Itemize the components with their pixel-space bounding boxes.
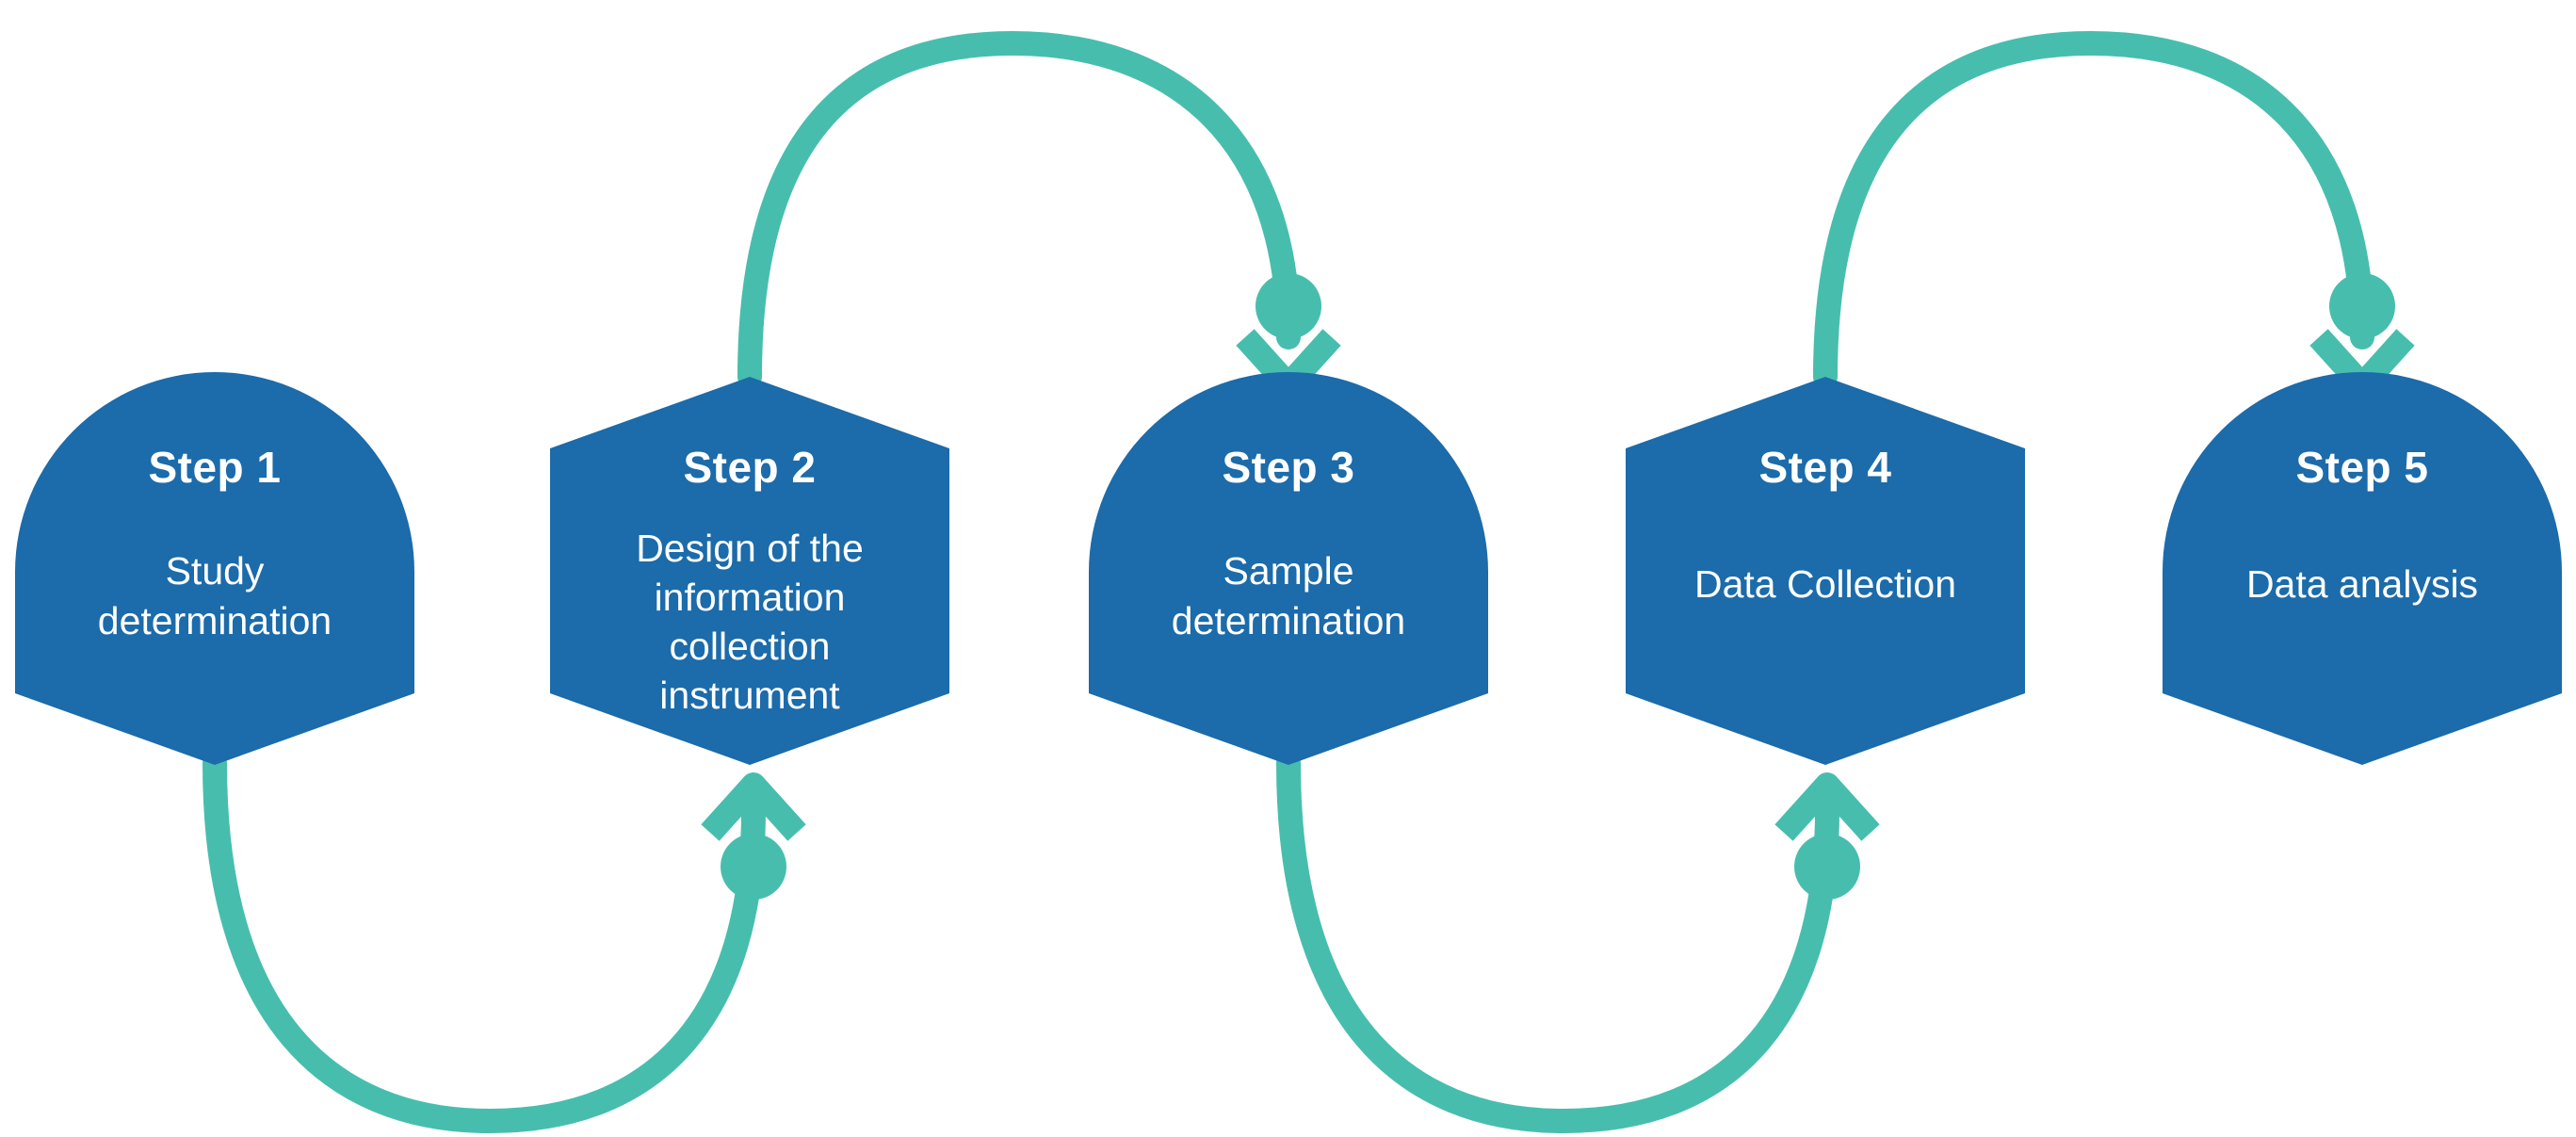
- step-1-title: Step 1: [148, 443, 281, 492]
- step-1-shape: [15, 372, 414, 765]
- connector-arc-2: [737, 30, 1301, 389]
- step-5-title: Step 5: [2295, 443, 2428, 492]
- step-3-description-line-1: Sample: [1223, 549, 1353, 593]
- step-2-description-line-3: collection: [670, 625, 831, 668]
- connector-arc-1: [203, 751, 766, 1134]
- step-node-2[interactable]: Step 2 Design of the information collect…: [550, 377, 949, 765]
- step-3-shape: [1089, 372, 1488, 765]
- arrowhead-chevron-up-1: [701, 772, 806, 841]
- connector-step1-to-step2: [203, 751, 806, 1134]
- connector-arc-3: [1276, 751, 1839, 1134]
- step-3-title: Step 3: [1222, 443, 1354, 492]
- connector-step2-to-step3: [737, 30, 1341, 398]
- step-node-4[interactable]: Step 4 Data Collection: [1626, 377, 2025, 765]
- step-2-description-line-2: information: [655, 576, 846, 619]
- step-4-description-line-1: Data Collection: [1694, 562, 1956, 606]
- step-4-shape: [1626, 377, 2025, 765]
- step-node-1[interactable]: Step 1 Study determination: [15, 372, 414, 765]
- step-2-shape: [550, 377, 949, 765]
- step-2-description-line-4: instrument: [659, 674, 840, 717]
- arrow-dot-2: [1256, 273, 1321, 339]
- step-5-shape: [2163, 372, 2562, 765]
- step-5-description-line-1: Data analysis: [2246, 562, 2478, 606]
- step-node-3[interactable]: Step 3 Sample determination: [1089, 372, 1488, 765]
- step-1-description-line-1: Study: [166, 549, 265, 593]
- step-3-description-line-2: determination: [1172, 599, 1405, 642]
- connector-step3-to-step4: [1276, 751, 1880, 1134]
- step-1-description-line-2: determination: [98, 599, 332, 642]
- step-2-description-line-1: Design of the: [636, 527, 864, 570]
- connector-arc-4: [1813, 30, 2374, 389]
- step-4-title: Step 4: [1758, 443, 1891, 492]
- arrow-dot-1: [721, 834, 786, 900]
- arrow-dot-4: [2329, 273, 2395, 339]
- arrow-dot-3: [1794, 834, 1860, 900]
- connector-step4-to-step5: [1813, 30, 2415, 398]
- step-2-title: Step 2: [683, 443, 816, 492]
- step-node-5[interactable]: Step 5 Data analysis: [2163, 372, 2562, 765]
- arrowhead-chevron-up-3: [1774, 772, 1880, 841]
